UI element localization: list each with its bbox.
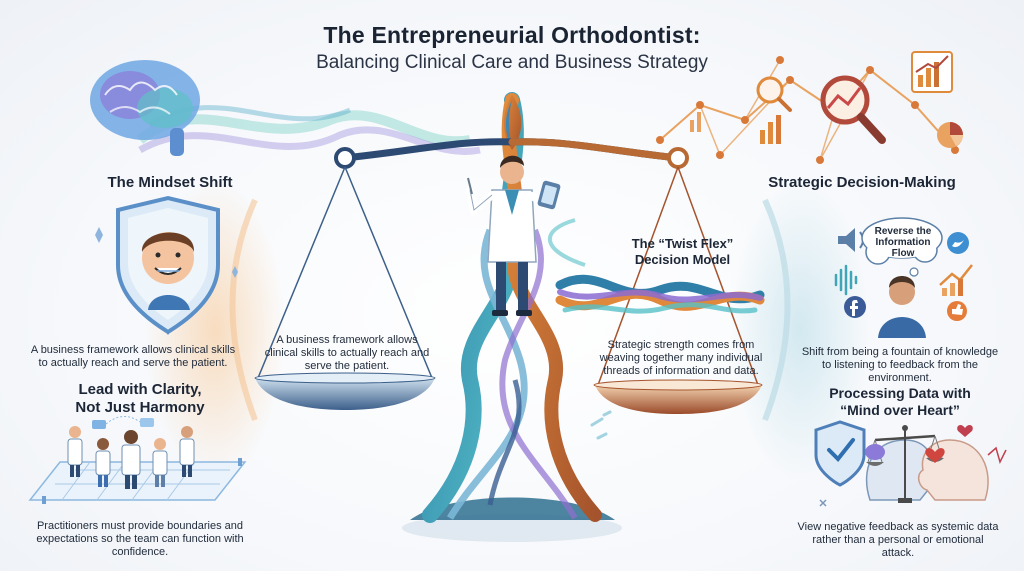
listener-icon [878,276,926,338]
mindset-body: A business framework allows clinical ski… [30,344,236,369]
twist-flex-heading: The “Twist Flex” Decision Model [600,236,765,268]
strategic-heading: Strategic Decision-Making [768,174,956,191]
clarity-heading-line1: Lead with Clarity, [78,381,202,398]
braided-threads-icon [547,218,765,314]
thumbs-icon [947,301,967,321]
processing-heading: Processing Data with “Mind over Heart” [790,385,1010,419]
strategic-body: Shift from being a fountain of knowledge… [801,346,999,384]
twist-flex-body: Strategic strength comes from weaving to… [599,339,763,377]
doctor-icon [466,155,561,316]
facebook-icon [844,296,866,318]
mindset-heading: The Mindset Shift [107,174,233,191]
clarity-body: Practitioners must provide boundaries an… [36,520,244,558]
accent-dashes [590,410,612,440]
brain-icon [90,60,481,156]
shield-smile-icon [95,195,238,335]
clarity-heading: Lead with Clarity, Not Just Harmony [30,381,250,417]
clarity-heading-line2: Not Just Harmony [75,399,205,416]
analytics-network-icon [656,51,963,164]
processing-body: View negative feedback as systemic data … [797,521,999,559]
team-icon [28,416,247,504]
thought-bubble-text: Reverse the Information Flow [874,226,932,259]
twist-flex-heading-line2: Decision Model [634,252,731,267]
processing-heading-line1: Processing Data with [829,385,971,401]
twitter-icon [947,232,969,254]
twist-flex-heading-line1: The “Twist Flex” [631,236,734,251]
growth-chart-icon [939,264,973,296]
left-pan-text: A business framework allows clinical ski… [264,334,430,372]
soundwave-icon [834,264,858,296]
page-subtitle: Balancing Clinical Care and Business Str… [316,52,708,73]
page-title: The Entrepreneurial Orthodontist: [323,22,701,48]
processing-heading-line2: “Mind over Heart” [840,402,960,418]
mind-heart-icon [814,420,1007,507]
